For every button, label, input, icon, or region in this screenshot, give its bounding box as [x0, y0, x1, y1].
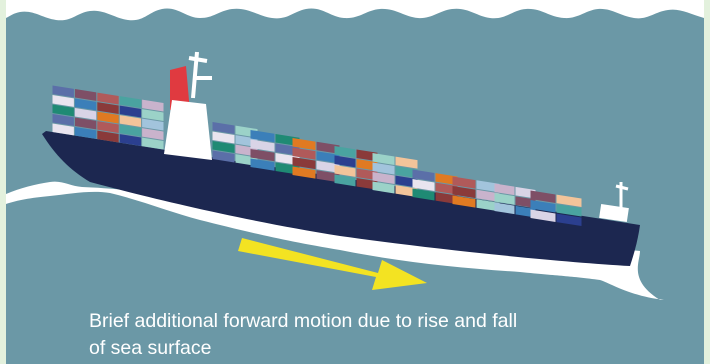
diagram-caption: Brief additional forward motion due to r… — [89, 308, 689, 362]
caption-line-2: of sea surface — [89, 335, 689, 362]
caption-line-1: Brief additional forward motion due to r… — [89, 308, 689, 335]
superstructure — [164, 100, 212, 160]
